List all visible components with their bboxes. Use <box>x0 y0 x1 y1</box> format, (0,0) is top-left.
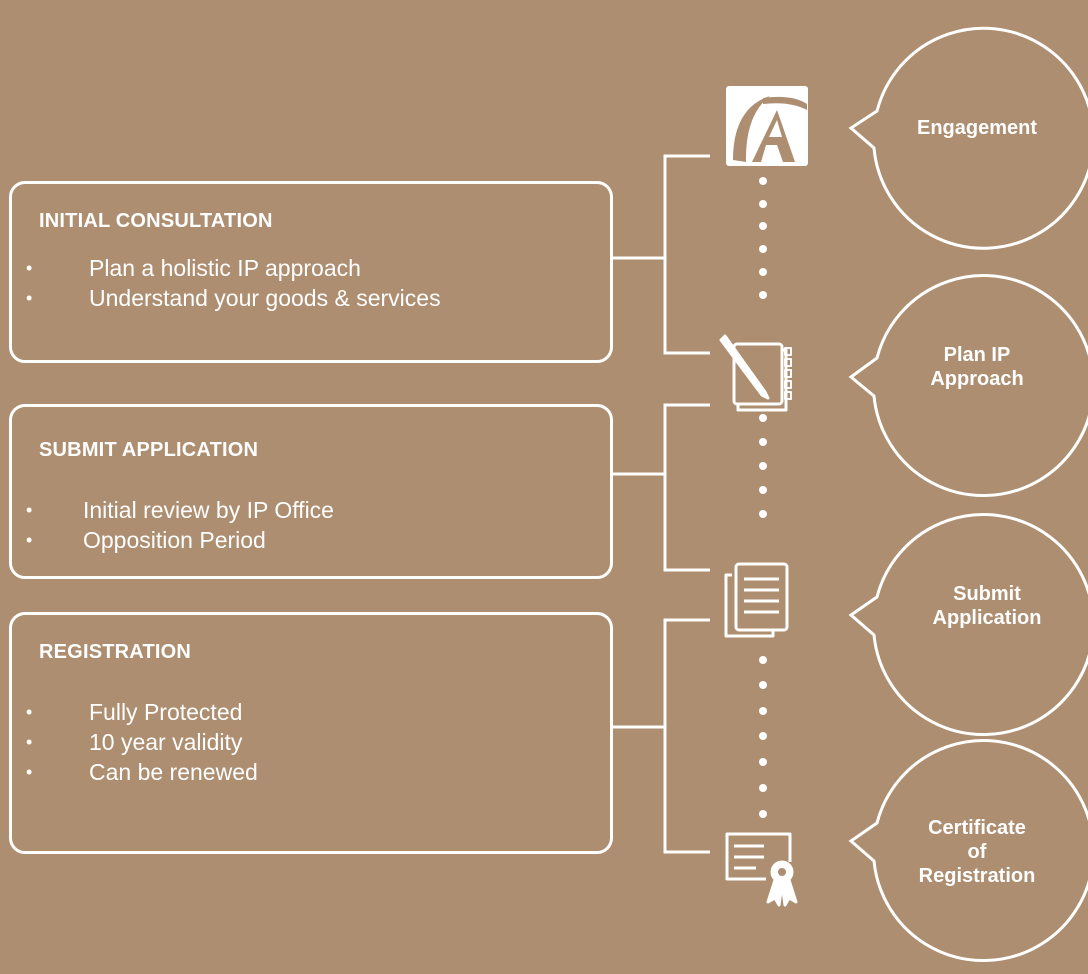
callout-circle-3 <box>848 513 1088 736</box>
stage-title: REGISTRATION <box>39 641 192 663</box>
connector-bracket-1 <box>611 154 710 355</box>
stage-title: INITIAL CONSULTATION <box>39 210 273 232</box>
stage-box-submit-application: SUBMIT APPLICATION •Initial review by IP… <box>9 404 613 579</box>
callout-circle-4 <box>848 739 1088 962</box>
connector-bracket-2 <box>611 403 710 572</box>
milestone-label-plan-ip-approach: Plan IP Approach <box>930 344 1024 390</box>
milestone-label-engagement: Engagement <box>916 117 1038 139</box>
logo-icon <box>726 86 808 166</box>
callout-circle-1 <box>848 26 1088 250</box>
stage-box-initial-consultation: INITIAL CONSULTATION •Plan a holistic IP… <box>9 181 613 363</box>
notepad-pen-icon <box>719 334 792 412</box>
documents-icon <box>724 562 789 638</box>
callout-circle-2 <box>848 274 1088 497</box>
timeline-dots <box>759 177 767 818</box>
stage-box-registration: REGISTRATION •Fully Protected •10 year v… <box>9 612 613 854</box>
milestone-label-certificate: Certificate of Registration <box>918 817 1036 887</box>
connector-bracket-3 <box>611 618 710 854</box>
milestone-label-submit-application: Submit Application <box>932 583 1042 629</box>
certificate-icon <box>725 832 798 907</box>
stage-title: SUBMIT APPLICATION <box>39 439 259 461</box>
